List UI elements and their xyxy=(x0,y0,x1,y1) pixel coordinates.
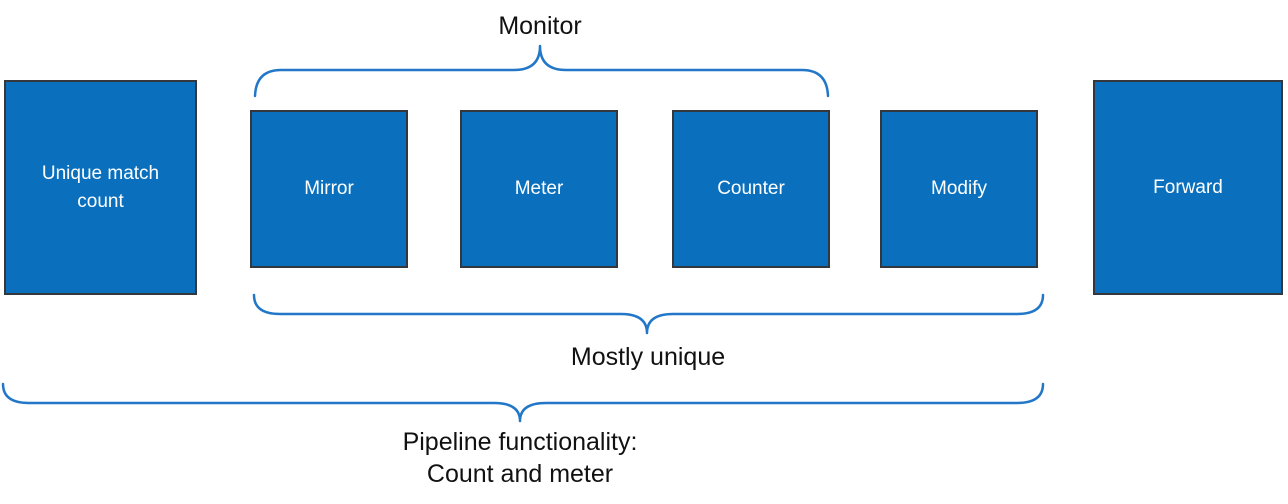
monitor-brace-icon xyxy=(253,44,830,98)
pipeline-functionality-label: Pipeline functionality: Count and meter xyxy=(360,426,680,490)
unique-match-count-box: Unique match count xyxy=(4,80,197,295)
modify-box: Modify xyxy=(880,110,1038,268)
counter-box-label: Counter xyxy=(717,178,785,200)
modify-box-label: Modify xyxy=(931,178,987,200)
forward-box: Forward xyxy=(1093,80,1283,295)
counter-box: Counter xyxy=(672,110,830,268)
meter-box-label: Meter xyxy=(514,178,564,200)
mostly-unique-label: Mostly unique xyxy=(570,343,726,371)
mostly-unique-brace-icon xyxy=(252,293,1045,335)
pipeline-functionality-label-line1: Pipeline functionality: xyxy=(402,428,638,456)
monitor-label: Monitor xyxy=(498,12,582,40)
meter-box: Meter xyxy=(460,110,618,268)
forward-box-label: Forward xyxy=(1153,176,1223,198)
mirror-box: Mirror xyxy=(250,110,408,268)
pipeline-functionality-label-line2: Count and meter xyxy=(426,460,614,488)
mirror-box-label: Mirror xyxy=(304,178,354,200)
unique-match-count-box-label: Unique match count xyxy=(41,162,160,212)
pipeline-brace-icon xyxy=(1,382,1045,423)
